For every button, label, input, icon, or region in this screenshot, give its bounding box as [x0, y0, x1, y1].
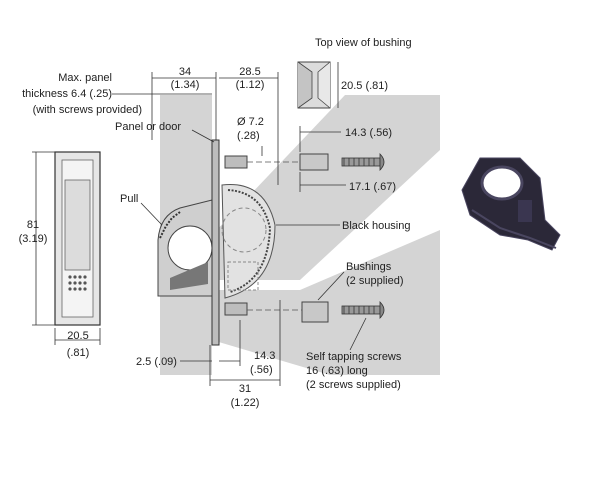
- dim-34-inch-label: (1.34): [171, 79, 200, 91]
- max-panel-label-2: thickness 6.4 (.25): [22, 88, 112, 100]
- bushings-label-1: Bushings: [346, 261, 392, 273]
- dim-31-label: 31: [239, 383, 251, 395]
- dim-28-5: [219, 72, 279, 185]
- dim-34-label: 34: [179, 66, 191, 78]
- dim-34: [151, 72, 217, 140]
- dim-28-5-inch-label: (1.12): [236, 79, 265, 91]
- bushing-top-view: [297, 61, 339, 109]
- bushings-label-2: (2 supplied): [346, 275, 403, 287]
- black-housing: [221, 184, 276, 299]
- dim-14-3-label: 14.3: [254, 350, 275, 362]
- panel-door-leader: [191, 129, 215, 143]
- dim-17-1-label: 17.1 (.67): [349, 181, 396, 193]
- dim-20-5-top-label: 20.5 (.81): [341, 80, 388, 92]
- dia-7-2-label: Ø 7.2: [237, 116, 264, 128]
- dim-14-3-inch-label: (.56): [250, 364, 273, 376]
- screws-label-1: Self tapping screws: [306, 351, 402, 363]
- upper-bushing-assembly: [224, 153, 385, 171]
- dim-81-inch-label: (3.19): [19, 233, 48, 245]
- dim-31-inch-label: (1.22): [231, 397, 260, 409]
- dia-7-2-inch-label: (.28): [237, 130, 260, 142]
- dim-81: [32, 151, 55, 326]
- dim-2-5-label: 2.5 (.09): [136, 356, 177, 368]
- panel-door-label: Panel or door: [115, 121, 181, 133]
- dim-81-label: 81: [27, 219, 39, 231]
- max-panel-label-3: (with screws provided): [33, 104, 142, 116]
- pull-label: Pull: [120, 193, 138, 205]
- panel-door: [211, 139, 220, 346]
- dim-17-1: [299, 172, 346, 192]
- dim-14-3-top: [299, 126, 341, 152]
- dim-31: [209, 300, 281, 386]
- screws-leader: [349, 317, 367, 351]
- dim-20-5-inch-label: (.81): [67, 347, 90, 359]
- top-view-label: Top view of bushing: [315, 37, 412, 49]
- screws-label-3: (2 screws supplied): [306, 379, 401, 391]
- screws-label-2: 16 (.63) long: [306, 365, 368, 377]
- dim-20-5: [54, 328, 101, 345]
- pull-leader: [140, 202, 163, 226]
- lower-bushing-assembly: [224, 301, 385, 323]
- dim-28-5-label: 28.5: [239, 66, 260, 78]
- bushings-leader: [317, 271, 345, 301]
- product-photo: [461, 157, 561, 251]
- pull-side-view: [157, 199, 213, 297]
- dim-14-3: [219, 320, 241, 366]
- dim-20-5-label: 20.5: [67, 330, 88, 342]
- black-housing-label: Black housing: [342, 220, 411, 232]
- dim-14-3-top-label: 14.3 (.56): [345, 127, 392, 139]
- max-panel-label-1: Max. panel: [58, 72, 112, 84]
- pull-front-view: [54, 151, 101, 326]
